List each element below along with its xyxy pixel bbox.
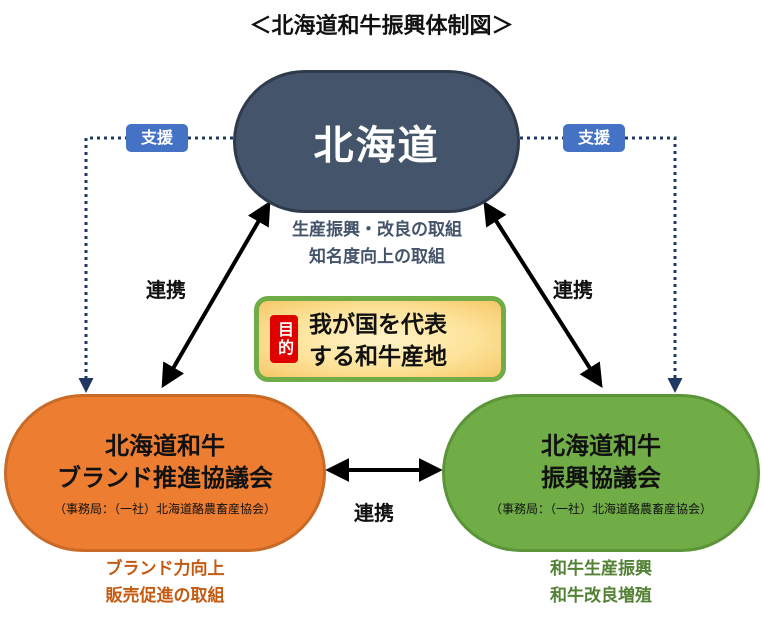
brand-activity: ブランド力向上 <box>105 559 225 579</box>
shinko-council-name-line: 北海道和牛 <box>541 431 661 460</box>
shinko-activity: 和牛生産振興 <box>550 559 652 579</box>
support-badge-left: 支援 <box>126 124 188 152</box>
hokkaido-name: 北海道 <box>313 122 440 169</box>
hokkaido-activity: 生産振興・改良の取組 <box>292 220 462 240</box>
hokkaido-activity: 知名度向上の取組 <box>309 247 445 267</box>
brand-council-name-line: ブランド推進協議会 <box>57 463 273 492</box>
shinko-council-activities: 和牛生産振興 和牛改良増殖 <box>476 556 726 610</box>
shinko-council-node: 北海道和牛 振興協議会 （事務局：（一社）北海道酪農畜産協会） <box>442 394 760 552</box>
brand-council-name-line: 北海道和牛 <box>105 431 225 460</box>
link-arrow-left <box>161 200 271 389</box>
page-title: ＜北海道和牛振興体制図＞ <box>249 14 514 39</box>
goal-text-line: 我が国を代表 <box>309 312 447 338</box>
brand-council-node: 北海道和牛 ブランド推進協議会 （事務局：（一社）北海道酪農畜産協会） <box>4 394 326 552</box>
link-label-right: 連携 <box>553 278 593 302</box>
brand-council-activities: ブランド力向上 販売促進の取組 <box>40 556 290 610</box>
link-arrow-right <box>483 200 603 389</box>
support-line-left <box>78 136 233 393</box>
shinko-council-office: （事務局：（一社）北海道酪農畜産協会） <box>489 501 712 516</box>
support-line-right <box>520 136 683 393</box>
shinko-council-name-line: 振興協議会 <box>541 463 661 492</box>
brand-activity: 販売促進の取組 <box>105 586 225 606</box>
link-label-left: 連携 <box>146 278 186 302</box>
link-label-bottom: 連携 <box>354 501 394 525</box>
goal-text-line: する和牛産地 <box>309 344 447 370</box>
brand-council-office: （事務局：（一社）北海道酪農畜産協会） <box>53 501 276 516</box>
hokkaido-activities: 生産振興・改良の取組 知名度向上の取組 <box>250 217 504 271</box>
goal-badge: 目的 <box>270 315 298 363</box>
goal-box: 目的 我が国を代表 する和牛産地 <box>254 296 506 382</box>
hokkaido-node: 北海道 <box>233 70 520 213</box>
shinko-activity: 和牛改良増殖 <box>550 586 652 606</box>
goal-text: 我が国を代表 する和牛産地 <box>309 309 504 373</box>
support-badge-right: 支援 <box>563 124 625 152</box>
